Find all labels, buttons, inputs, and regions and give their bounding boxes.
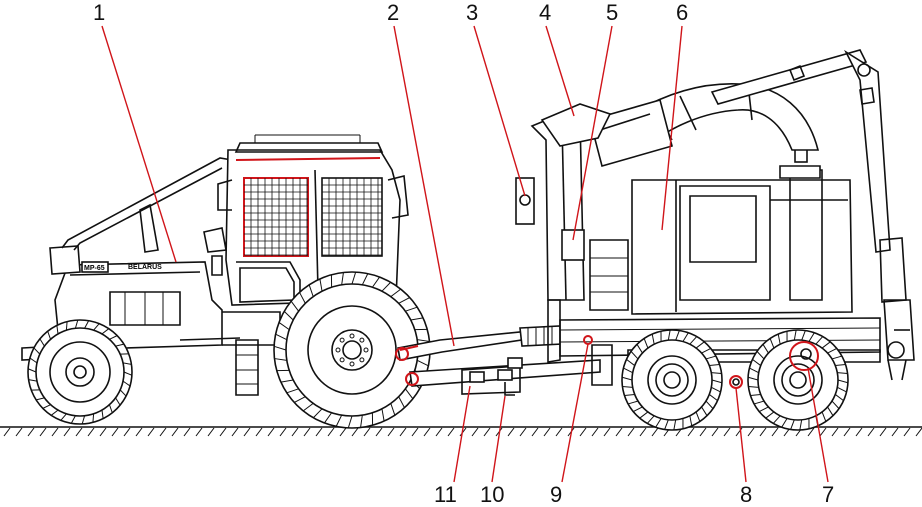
callout-10: 10	[480, 484, 504, 506]
callout-2: 2	[387, 2, 399, 24]
trailer-wheel-front	[622, 330, 722, 430]
callout-5: 5	[606, 2, 618, 24]
callout-11: 11	[434, 484, 457, 506]
callout-7: 7	[822, 484, 834, 506]
chipper-trailer	[516, 50, 914, 385]
tractor-front-wheel	[28, 320, 132, 424]
drawbar	[406, 358, 600, 395]
brand-badge: BELARUS	[128, 264, 162, 271]
callout-6: 6	[676, 2, 688, 24]
callout-4: 4	[539, 2, 551, 24]
callout-3: 3	[466, 2, 478, 24]
callout-9: 9	[550, 484, 562, 506]
callout-1: 1	[93, 2, 105, 24]
callout-8: 8	[740, 484, 752, 506]
trailer-wheel-rear	[748, 330, 848, 430]
model-badge: MP-65	[84, 265, 105, 272]
